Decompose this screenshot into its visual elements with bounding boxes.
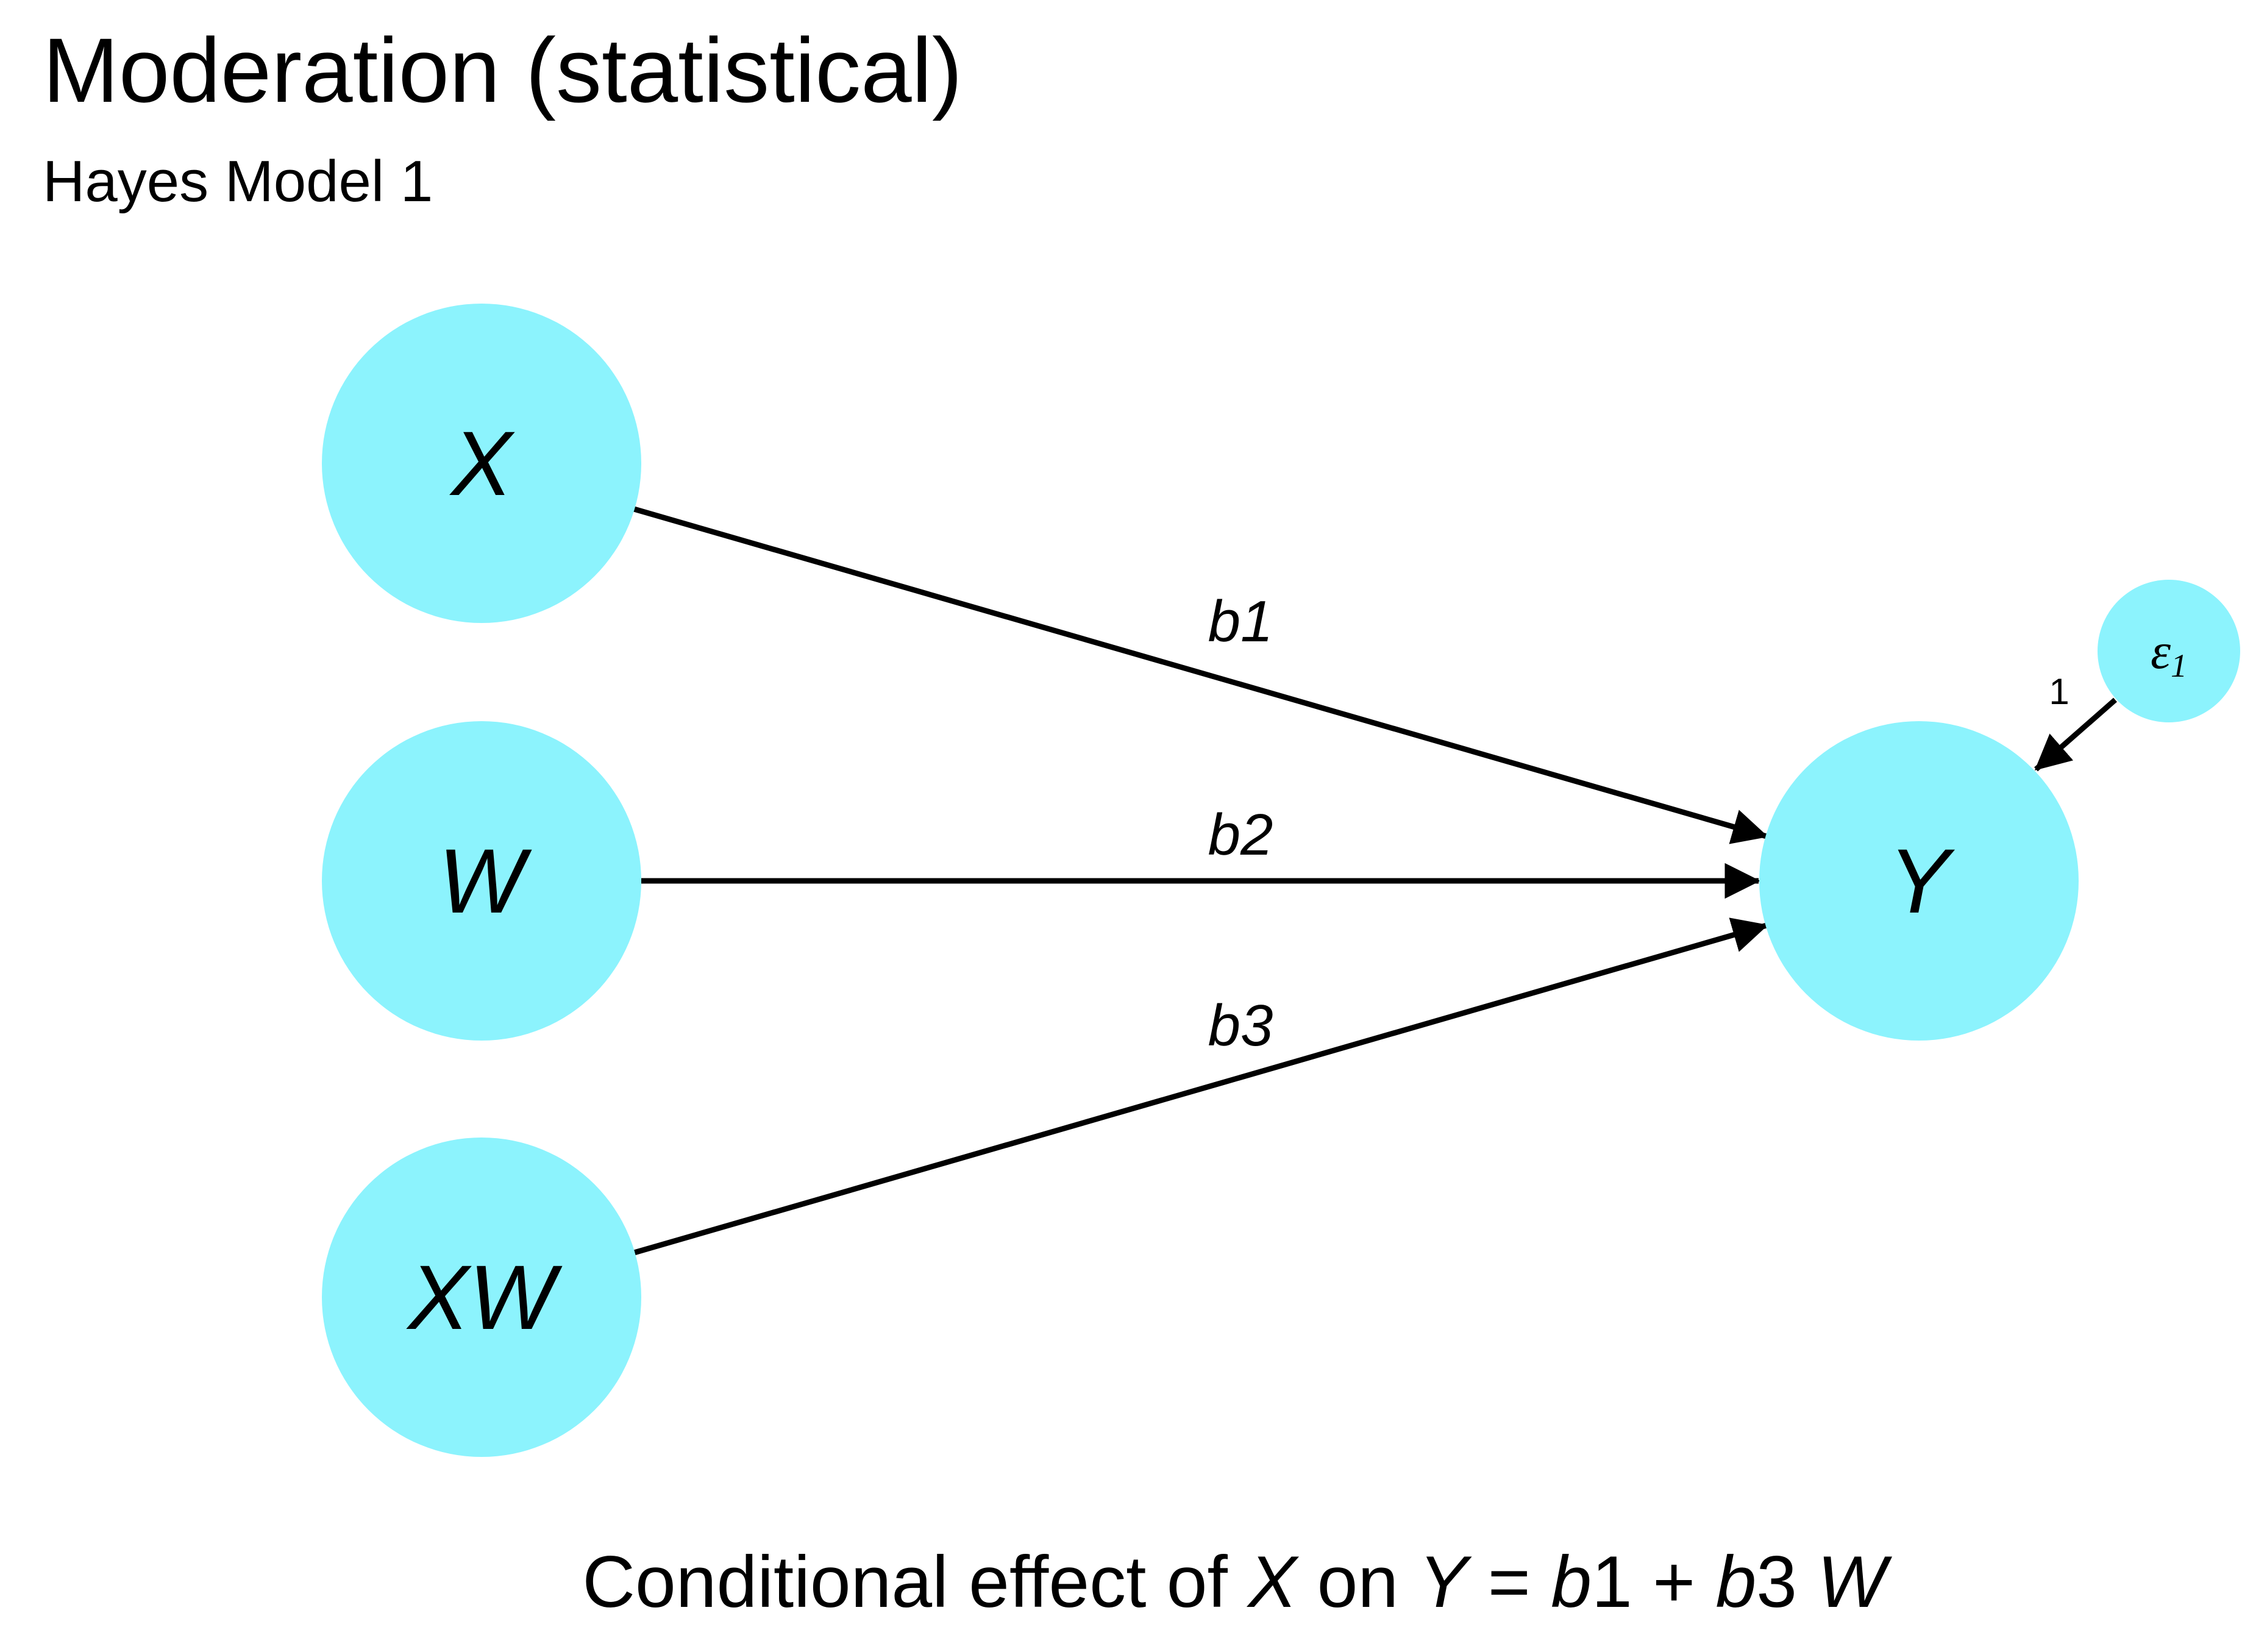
- nodes: X W XW Y ε1: [322, 304, 2240, 1457]
- path-x-to-y-label: b1: [1208, 589, 1273, 654]
- conditional-effect-caption: Conditional effect of X on Y = b1 + b3 W: [0, 1545, 2267, 1618]
- caption-middle: on: [1297, 1541, 1419, 1623]
- node-y-circle: [1759, 721, 2079, 1041]
- node-xw-circle: [322, 1138, 641, 1457]
- node-w-label: W: [438, 830, 532, 932]
- caption-outcome: Y: [1418, 1541, 1468, 1623]
- node-x-label: X: [449, 412, 515, 514]
- node-y-label: Y: [1888, 830, 1956, 932]
- node-error-subscript: 1: [2171, 647, 2187, 684]
- caption-plus: +: [1632, 1541, 1716, 1623]
- diagram-subtitle: Hayes Model 1: [43, 149, 433, 214]
- node-error-symbol: ε: [2151, 623, 2171, 680]
- diagram-title: Moderation (statistical): [43, 19, 963, 121]
- node-error: ε1: [2098, 580, 2240, 722]
- node-xw-label: XW: [406, 1246, 563, 1348]
- path-xw-to-y: [633, 917, 1768, 1256]
- path-x-to-y: [633, 506, 1768, 844]
- path-error-to-y-label: 1: [2049, 671, 2069, 712]
- path-w-to-y-label: b2: [1208, 802, 1273, 867]
- node-error-circle: [2098, 580, 2240, 722]
- edges: [633, 506, 2117, 1256]
- caption-predictor: X: [1248, 1541, 1297, 1623]
- path-error-to-y: [2034, 697, 2117, 772]
- node-w: W: [322, 721, 641, 1041]
- caption-prefix: Conditional effect of: [582, 1541, 1248, 1623]
- node-x-circle: [322, 304, 641, 623]
- node-error-label: ε1: [2151, 623, 2187, 684]
- caption-coef3-index: 3: [1756, 1541, 1797, 1623]
- caption-equals: =: [1467, 1541, 1551, 1623]
- caption-moderator: W: [1817, 1541, 1887, 1623]
- node-y: Y: [1759, 721, 2079, 1041]
- node-x: X: [322, 304, 641, 623]
- node-xw: XW: [322, 1138, 641, 1457]
- path-labels: b1 b2 b3 1: [1208, 589, 2069, 1058]
- node-w-circle: [322, 721, 641, 1041]
- path-xw-to-y-label: b3: [1208, 993, 1273, 1058]
- caption-coef1-letter: b: [1551, 1541, 1592, 1623]
- caption-coef1-index: 1: [1591, 1541, 1632, 1623]
- caption-coef3-letter: b: [1715, 1541, 1757, 1623]
